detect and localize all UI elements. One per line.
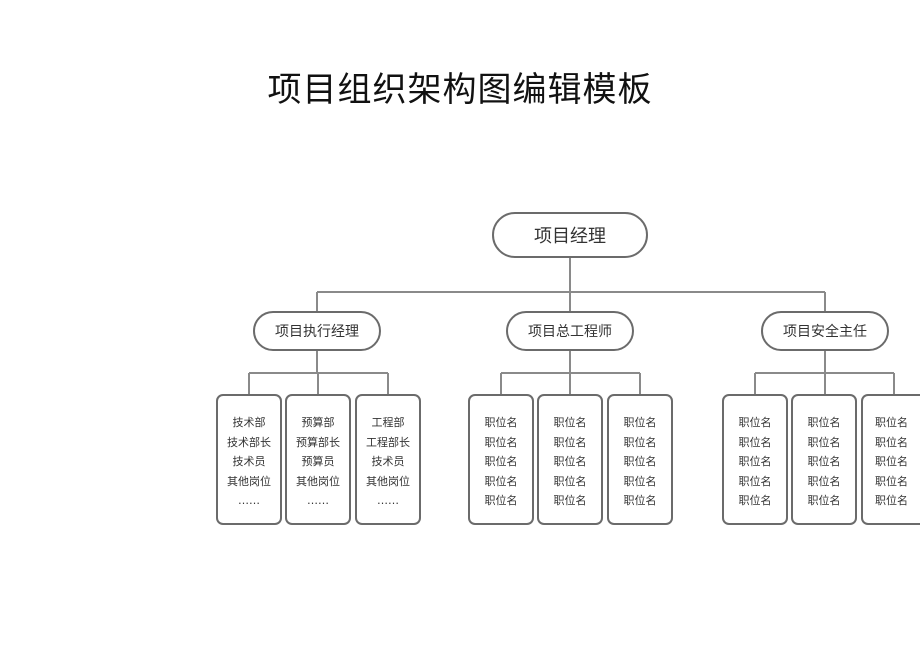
position-card: 职位名 职位名 职位名 职位名 职位名 — [791, 394, 857, 525]
card-line: 职位名 — [807, 474, 841, 488]
manager-node-chief-engineer: 项目总工程师 — [506, 311, 634, 351]
card-line: 预算员 — [301, 455, 335, 469]
card-line: …… — [307, 494, 329, 508]
card-line: 职位名 — [623, 455, 657, 469]
card-line: 工程部长 — [366, 435, 410, 449]
card-line: 职位名 — [484, 474, 518, 488]
card-line: 职位名 — [738, 494, 772, 508]
card-line: 职位名 — [553, 435, 587, 449]
card-line: 职位名 — [875, 416, 908, 429]
dept-card: 预算部 预算部长 预算员 其他岗位 …… — [285, 394, 351, 525]
position-card: 职位名 职位名 职位名 职位名 职位名 — [861, 394, 920, 525]
card-line: 职位名 — [484, 455, 518, 469]
card-line: 工程部 — [371, 416, 405, 429]
manager-node-safety: 项目安全主任 — [761, 311, 889, 351]
card-line: …… — [238, 494, 260, 508]
card-line: 职位名 — [623, 494, 657, 508]
card-line: 职位名 — [875, 494, 908, 508]
card-line: 技术部 — [232, 416, 266, 429]
card-line: 技术员 — [371, 455, 405, 469]
card-line: 职位名 — [553, 494, 587, 508]
card-line: 职位名 — [484, 416, 518, 429]
card-line: 职位名 — [553, 474, 587, 488]
card-line: 职位名 — [623, 416, 657, 429]
card-line: 职位名 — [807, 435, 841, 449]
dept-card: 工程部 工程部长 技术员 其他岗位 …… — [355, 394, 421, 525]
card-line: …… — [377, 494, 399, 508]
page-title: 项目组织架构图编辑模板 — [267, 70, 653, 110]
card-line: 职位名 — [738, 455, 772, 469]
card-line: 预算部 — [301, 416, 335, 429]
position-card: 职位名 职位名 职位名 职位名 职位名 — [537, 394, 603, 525]
position-card: 职位名 职位名 职位名 职位名 职位名 — [468, 394, 534, 525]
manager-node-executive: 项目执行经理 — [253, 311, 381, 351]
card-line: 职位名 — [738, 474, 772, 488]
card-line: 职位名 — [807, 416, 841, 429]
card-line: 职位名 — [553, 416, 587, 429]
card-line: 职位名 — [807, 494, 841, 508]
card-line: 其他岗位 — [366, 474, 410, 488]
card-line: 预算部长 — [296, 435, 340, 449]
card-line: 技术员 — [232, 455, 266, 469]
dept-card: 技术部 技术部长 技术员 其他岗位 …… — [216, 394, 282, 525]
card-line: 技术部长 — [227, 435, 271, 449]
card-line: 职位名 — [623, 435, 657, 449]
card-line: 职位名 — [553, 455, 587, 469]
card-line: 职位名 — [484, 494, 518, 508]
card-line: 职位名 — [484, 435, 518, 449]
card-line: 职位名 — [875, 474, 908, 488]
card-line: 职位名 — [875, 435, 908, 449]
card-line: 其他岗位 — [227, 474, 271, 488]
position-card: 职位名 职位名 职位名 职位名 职位名 — [607, 394, 673, 525]
root-node-project-manager: 项目经理 — [492, 212, 648, 258]
card-line: 职位名 — [807, 455, 841, 469]
card-line: 职位名 — [738, 435, 772, 449]
card-line: 其他岗位 — [296, 474, 340, 488]
card-line: 职位名 — [875, 455, 908, 469]
position-card: 职位名 职位名 职位名 职位名 职位名 — [722, 394, 788, 525]
card-line: 职位名 — [623, 474, 657, 488]
card-line: 职位名 — [738, 416, 772, 429]
